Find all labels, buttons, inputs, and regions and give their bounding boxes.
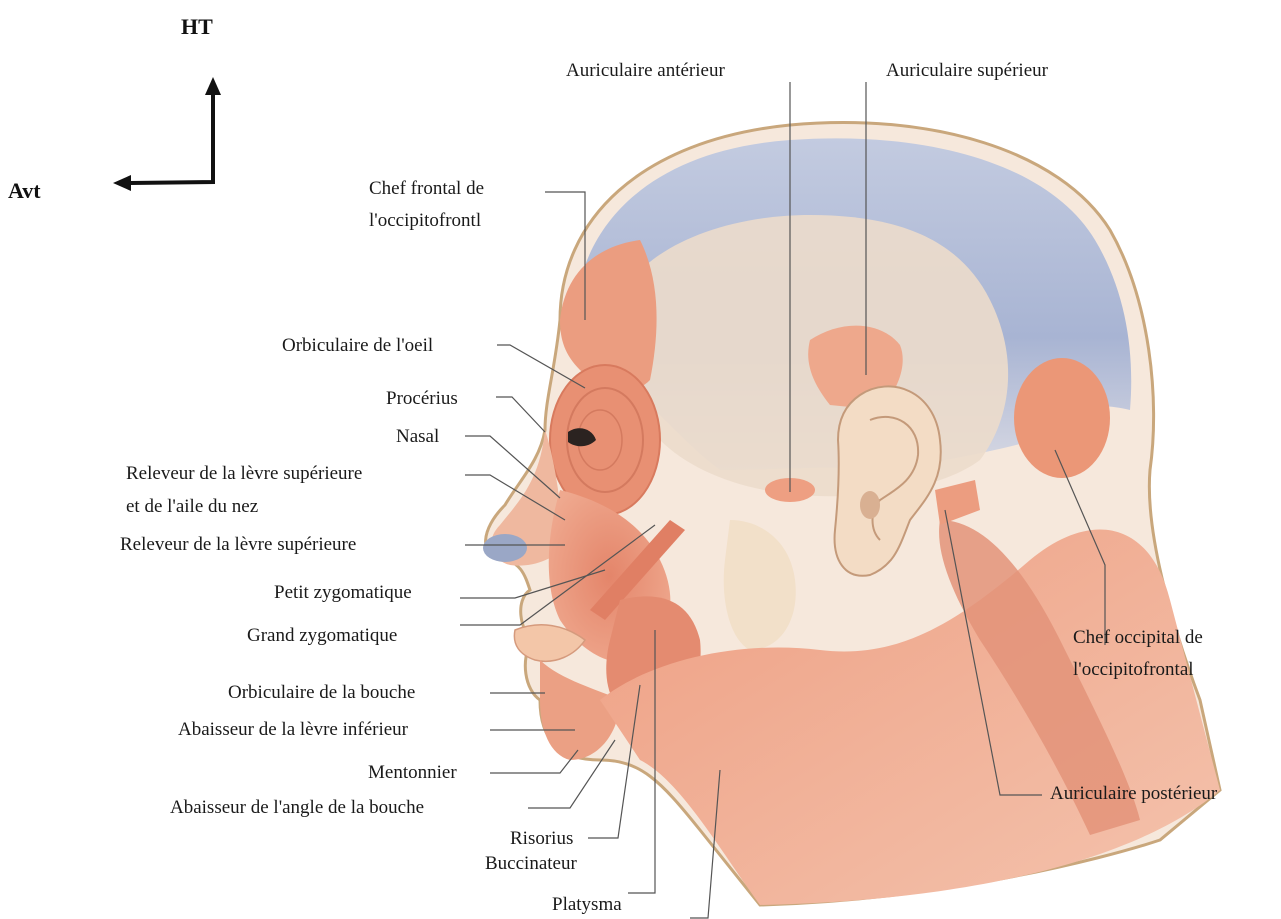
up-arrow-head (205, 77, 221, 95)
label-nasal: Nasal (396, 426, 439, 448)
label-releveur-aile-line1: Releveur de la lèvre supérieure (126, 463, 362, 485)
occipital-belly (1014, 358, 1110, 478)
label-orbiculaire-bouche: Orbiculaire de la bouche (228, 682, 415, 704)
label-risorius: Risorius (510, 828, 573, 850)
label-orbiculaire-oeil: Orbiculaire de l'oeil (282, 335, 433, 357)
label-chef-occipital-line1: Chef occipital de (1073, 627, 1203, 649)
label-releveur-aile-line2: et de l'aile du nez (126, 496, 258, 518)
label-petit-zygomatique: Petit zygomatique (274, 582, 412, 604)
alar-cartilage (483, 534, 527, 562)
label-platysma: Platysma (552, 894, 622, 916)
label-grand-zygomatique: Grand zygomatique (247, 625, 397, 647)
label-releveur-levre: Releveur de la lèvre supérieure (120, 534, 356, 556)
label-chef-frontal-line1: Chef frontal de (369, 178, 484, 200)
label-abaisseur-levre: Abaisseur de la lèvre inférieur (178, 719, 408, 741)
label-auriculaire-anterieur: Auriculaire antérieur (566, 60, 725, 82)
left-arrow-head (113, 175, 131, 191)
orientation-up-label: HT (181, 14, 213, 40)
label-mentonnier: Mentonnier (368, 762, 457, 784)
label-auriculaire-posterieur: Auriculaire postérieur (1050, 783, 1217, 805)
label-buccinateur: Buccinateur (485, 853, 577, 875)
orientation-arrows (130, 92, 213, 183)
label-procerius: Procérius (386, 388, 458, 410)
label-chef-frontal-line2: l'occipitofrontl (369, 210, 481, 232)
orientation-front-label: Avt (8, 178, 41, 204)
label-chef-occipital-line2: l'occipitofrontal (1073, 659, 1194, 681)
label-abaisseur-angle: Abaisseur de l'angle de la bouche (170, 797, 424, 819)
label-auriculaire-superieur: Auriculaire supérieur (886, 60, 1048, 82)
